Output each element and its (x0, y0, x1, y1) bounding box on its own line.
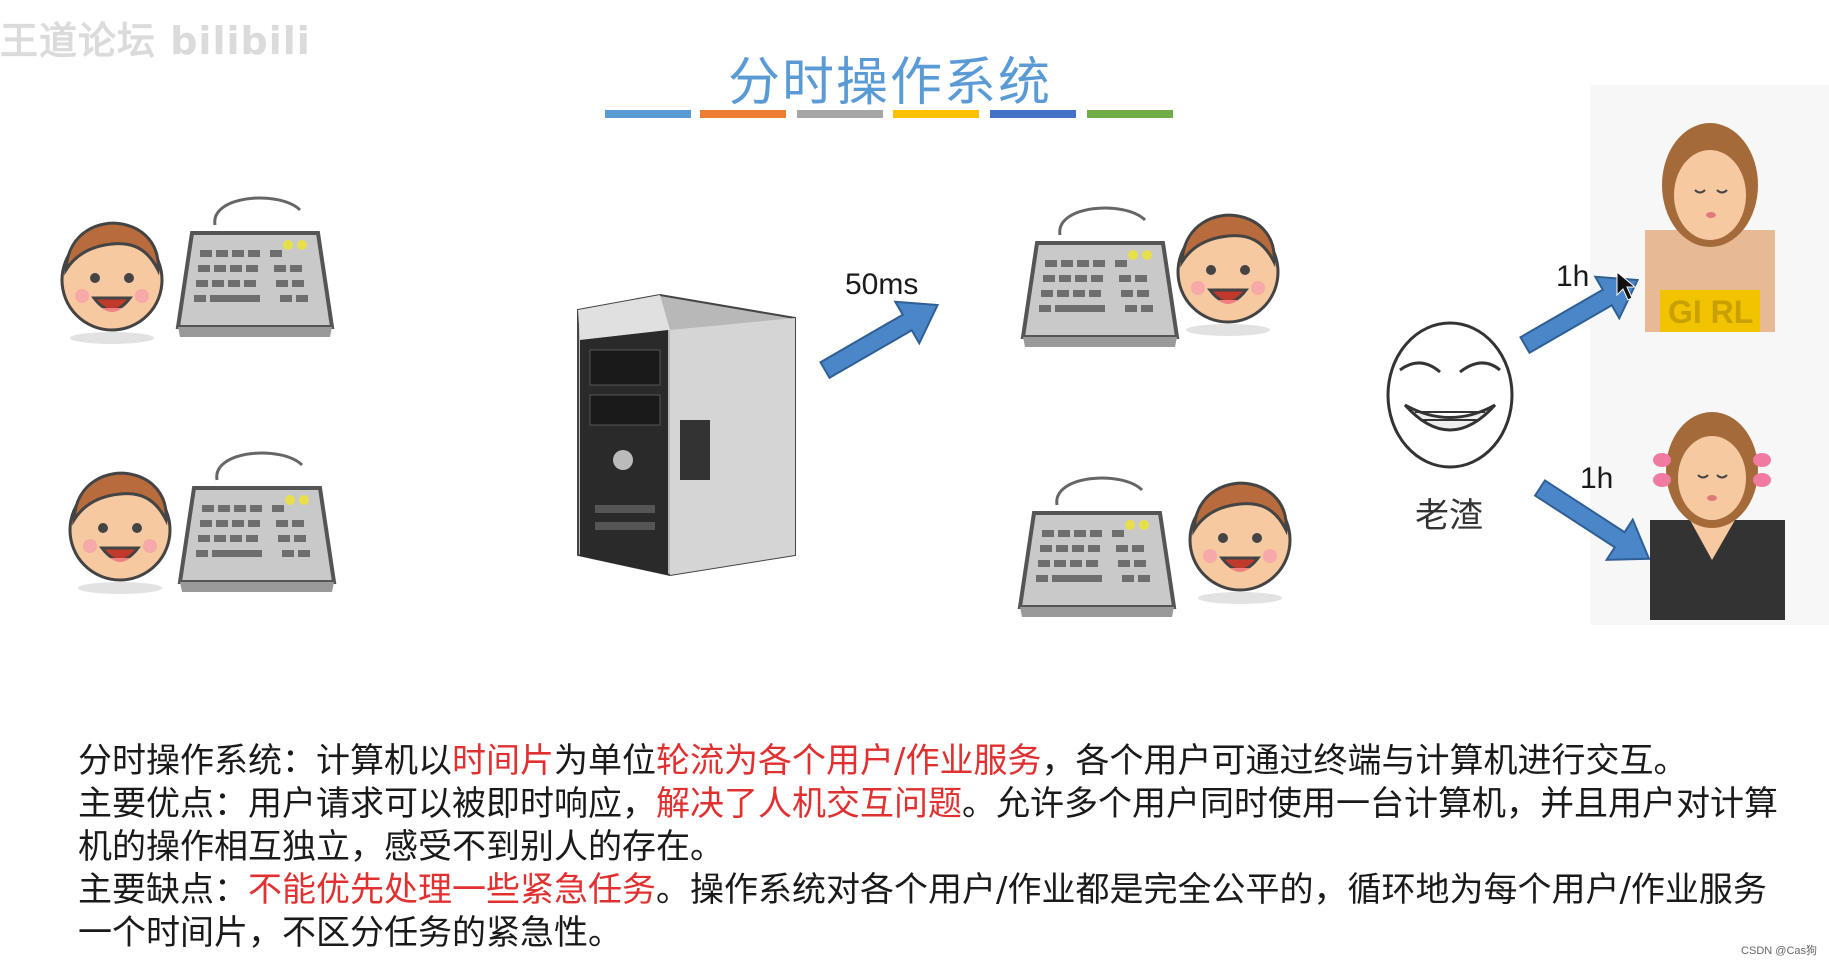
keyboard-icon (176, 196, 334, 339)
person-label: 老渣 (1415, 496, 1483, 536)
user-icon (60, 221, 164, 346)
keyboard-icon (1018, 476, 1176, 619)
user-icon (1176, 213, 1280, 338)
advantages-line: 主要优点：用户请求可以被即时响应，解决了人机交互问题。允许多个用户同时使用一台计… (78, 784, 1778, 867)
slide-title: 分时操作系统 (727, 53, 1052, 113)
title-bar-segment (605, 110, 691, 118)
timesharing-diagram: GI RL (60, 123, 1785, 620)
definition-line: 分时操作系统：计算机以时间片为单位轮流为各个用户/作业服务，各个用户可通过终端与… (78, 741, 1688, 781)
description: 分时操作系统：计算机以时间片为单位轮流为各个用户/作业服务，各个用户可通过终端与… (78, 740, 1798, 955)
title-bar-segment (893, 110, 979, 118)
user-icon (68, 471, 172, 596)
trollface-icon (1386, 321, 1514, 469)
duration-label: 1h (1580, 462, 1614, 495)
title-bar-segment (990, 110, 1076, 118)
keyboard-icon (178, 451, 336, 594)
cursor-icon (1616, 270, 1637, 301)
csdn-credit: CSDN @Cas狗 (1741, 945, 1817, 957)
server-icon (577, 293, 796, 577)
duration-label: 1h (1556, 260, 1590, 293)
girl-icon (1645, 123, 1775, 332)
watermark: 王道论坛 bilibili (0, 19, 311, 63)
girl-icon (1650, 412, 1785, 620)
title-bar-segment (797, 110, 883, 118)
title-bar-segment (700, 110, 786, 118)
girl-shirt-text: GI RL (1668, 294, 1753, 330)
user-icon (1188, 481, 1292, 606)
time-slice-label: 50ms (845, 268, 919, 301)
title-bar-segment (1087, 110, 1173, 118)
disadvantages-line: 主要缺点：不能优先处理一些紧急任务。操作系统对各个用户/作业都是完全公平的，循环… (78, 870, 1767, 953)
keyboard-icon (1021, 206, 1179, 349)
